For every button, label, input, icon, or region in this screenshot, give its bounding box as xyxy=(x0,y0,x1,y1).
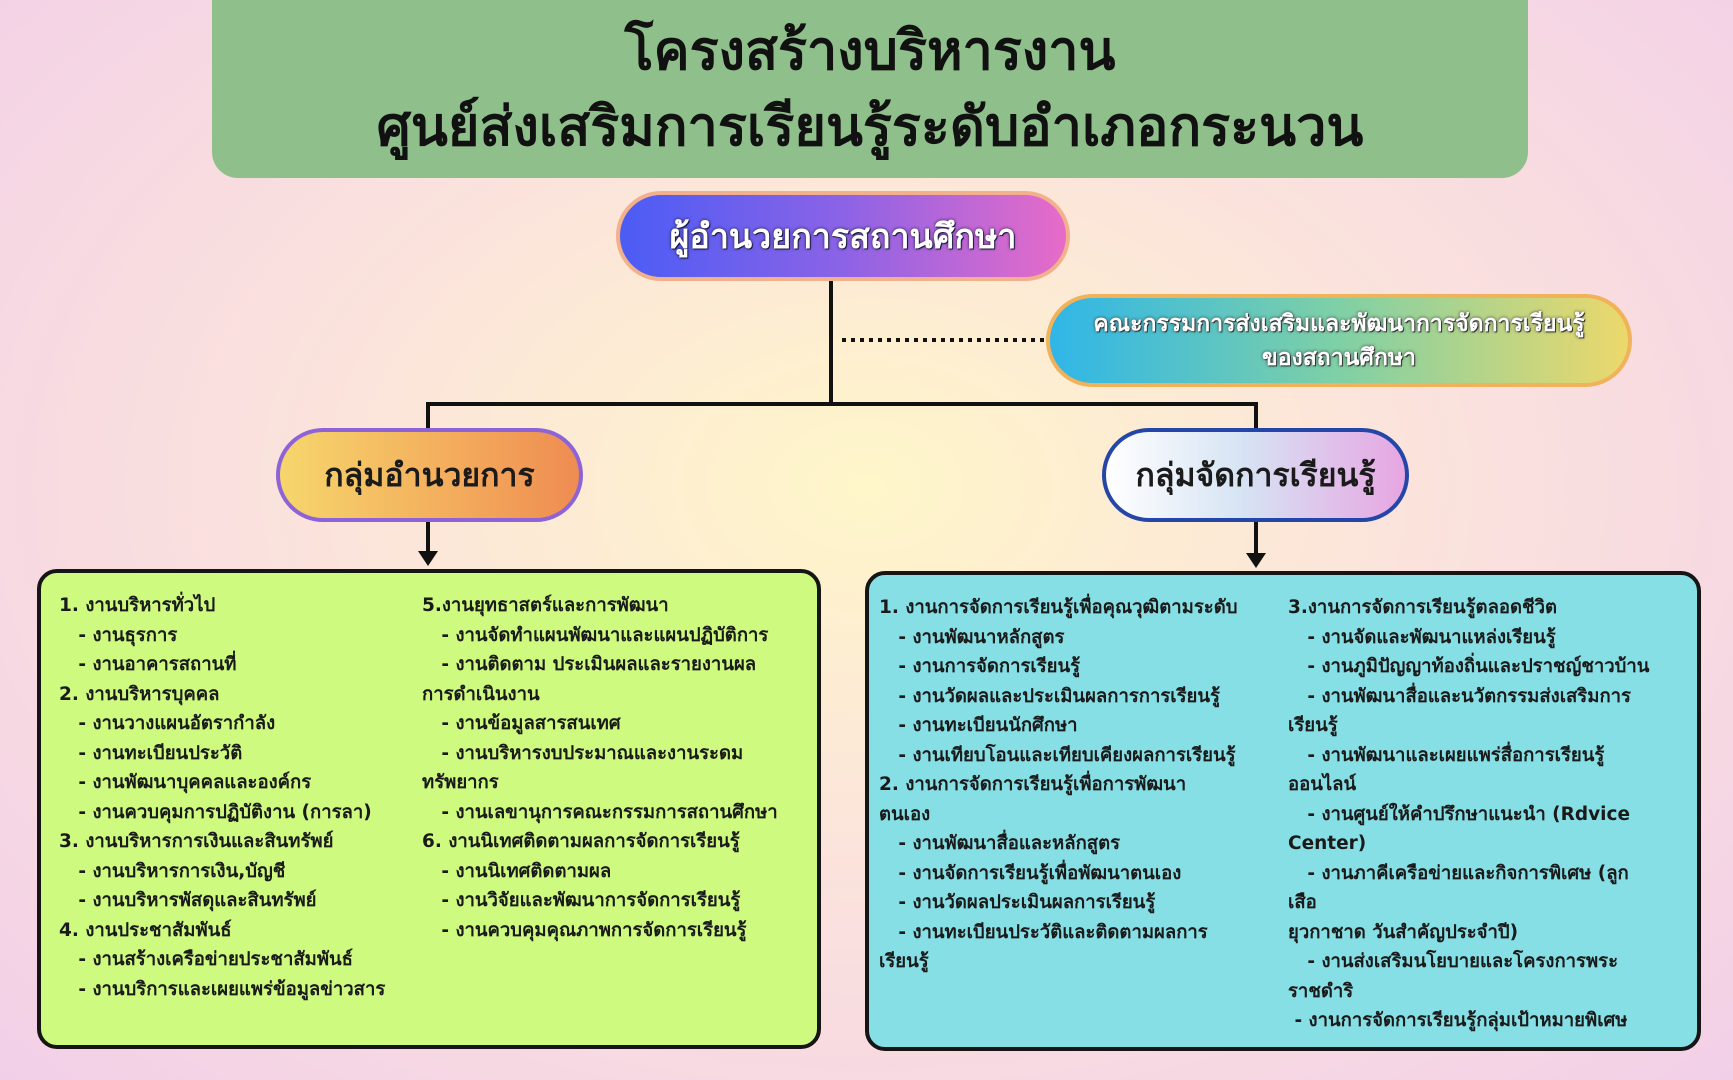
task-line: - งานพัฒนาสื่อและนวัตกรรมส่งเสริมการ xyxy=(1288,685,1631,707)
task-line: - งานการจัดการเรียนรู้กลุ่มเป้าหมายพิเศษ xyxy=(1288,1010,1628,1031)
task-line: - งานบริหารงบประมาณและงานระดม xyxy=(422,742,744,764)
committee-node: คณะกรรมการส่งเสริมและพัฒนาการจัดการเรียน… xyxy=(1046,294,1632,387)
task-line: - งานวางแผนอัตรากำลัง xyxy=(59,713,276,734)
task-line: 3.งานการจัดการเรียนรู้ตลอดชีวิต xyxy=(1288,597,1557,618)
task-line: - งานจัดและพัฒนาแหล่งเรียนรู้ xyxy=(1288,626,1556,648)
admin-tasks-col-1: 1. งานบริหารทั่วไป - งานธุรการ - งานอาคา… xyxy=(59,591,385,1004)
task-line: - งานการจัดการเรียนรู้ xyxy=(879,656,1081,677)
task-line: ตนเอง xyxy=(879,803,931,825)
task-line: 1. งานบริหารทั่วไป xyxy=(59,595,216,616)
task-line: - งานพัฒนาและเผยแพร่สื่อการเรียนรู้ xyxy=(1288,744,1605,766)
task-line: - งานควบคุมการปฏิบัติงาน (การลา) xyxy=(59,801,372,823)
task-line: 2. งานบริหารบุคคล xyxy=(59,683,220,705)
task-line: - งานพัฒนาหลักสูตร xyxy=(879,626,1065,648)
task-line: - งานพัฒนาบุคคลและองค์กร xyxy=(59,772,312,793)
committee-line-1: คณะกรรมการส่งเสริมและพัฒนาการจัดการเรียน… xyxy=(1093,310,1585,337)
task-line: - งานบริหารพัสดุและสินทรัพย์ xyxy=(59,890,317,911)
admin-tasks-col-2: 5.งานยุทธาสตร์และการพัฒนา - งานจัดทำแผนพ… xyxy=(422,591,778,945)
task-line: 3. งานบริหารการเงินและสินทรัพย์ xyxy=(59,831,334,852)
title-line-2: ศูนย์ส่งเสริมการเรียนรู้ระดับอำเภอกระนวน xyxy=(376,95,1364,158)
task-line: - งานบริการและเผยแพร่ข้อมูลข่าวสาร xyxy=(59,978,386,1000)
task-line: - งานธุรการ xyxy=(59,624,178,646)
learning-tasks-box: 1. งานการจัดการเรียนรู้เพื่อคุณวุฒิตามระ… xyxy=(865,571,1701,1051)
task-line: การดำเนินงาน xyxy=(422,683,540,705)
task-line: ออนไลน์ xyxy=(1288,774,1357,795)
task-line: 1. งานการจัดการเรียนรู้เพื่อคุณวุฒิตามระ… xyxy=(879,597,1238,618)
task-line: - งานทะเบียนนักศึกษา xyxy=(879,715,1078,736)
task-line: - งานเลขานุการคณะกรรมการสถานศึกษา xyxy=(422,801,778,823)
task-line: - งานส่งเสริมนโยบายและโครงการพระ xyxy=(1288,951,1619,972)
task-line: - งานทะเบียนประวัติ xyxy=(59,742,243,764)
task-line: - งานภาคีเครือข่ายและกิจการพิเศษ (ลูก xyxy=(1288,862,1629,884)
task-line: - งานควบคุมคุณภาพการจัดการเรียนรู้ xyxy=(422,919,747,941)
task-line: ราชดำริ xyxy=(1288,980,1354,1002)
admin-group-node: กลุ่มอำนวยการ xyxy=(276,428,583,522)
task-line: - งานเทียบโอนและเทียบเคียงผลการเรียนรู้ xyxy=(879,744,1236,766)
task-line: 2. งานการจัดการเรียนรู้เพื่อการพัฒนา xyxy=(879,774,1187,795)
learning-group-node: กลุ่มจัดการเรียนรู้ xyxy=(1102,428,1409,522)
task-line: - งานบริหารการเงิน,บัญชี xyxy=(59,860,286,882)
task-line: ทรัพยากร xyxy=(422,772,499,793)
task-line: - งานนิเทศติดตามผล xyxy=(422,860,612,882)
committee-line-2: ของสถานศึกษา xyxy=(1262,344,1416,371)
task-line: 6. งานนิเทศติดตามผลการจัดการเรียนรู้ xyxy=(422,831,740,852)
task-line: เสือ xyxy=(1288,892,1317,913)
task-line: - งานจัดการเรียนรู้เพื่อพัฒนาตนเอง xyxy=(879,862,1182,884)
task-line: 5.งานยุทธาสตร์และการพัฒนา xyxy=(422,595,669,616)
task-line: - งานติดตาม ประเมินผลและรายงานผล xyxy=(422,654,757,675)
learning-tasks-col-2: 3.งานการจัดการเรียนรู้ตลอดชีวิต - งานจัด… xyxy=(1288,593,1649,1036)
task-line: ยุวกาชาด วันสำคัญประจำปี) xyxy=(1288,921,1519,943)
task-line: - งานสร้างเครือข่ายประชาสัมพันธ์ xyxy=(59,949,353,970)
task-line: - งานข้อมูลสารสนเทศ xyxy=(422,713,621,734)
director-node: ผู้อำนวยการสถานศึกษา xyxy=(616,191,1070,281)
task-line: - งานศูนย์ให้คำปรึกษาแนะนำ (Rdvice xyxy=(1288,803,1631,825)
title-line-1: โครงสร้างบริหารงาน xyxy=(624,19,1116,82)
task-line: - งานวัดผลและประเมินผลการการเรียนรู้ xyxy=(879,685,1220,707)
task-line: - งานวัดผลประเมินผลการเรียนรู้ xyxy=(879,892,1156,913)
learning-tasks-col-1: 1. งานการจัดการเรียนรู้เพื่อคุณวุฒิตามระ… xyxy=(879,593,1238,977)
admin-tasks-box: 1. งานบริหารทั่วไป - งานธุรการ - งานอาคา… xyxy=(37,569,821,1049)
task-line: 4. งานประชาสัมพันธ์ xyxy=(59,919,232,941)
task-line: - งานวิจัยและพัฒนาการจัดการเรียนรู้ xyxy=(422,890,741,911)
task-line: เรียนรู้ xyxy=(879,951,929,972)
title-banner: โครงสร้างบริหารงาน ศูนย์ส่งเสริมการเรียน… xyxy=(212,0,1528,178)
task-line: เรียนรู้ xyxy=(1288,715,1338,736)
task-line: - งานทะเบียนประวัติและติดตามผลการ xyxy=(879,921,1208,943)
task-line: - งานพัฒนาสื่อและหลักสูตร xyxy=(879,833,1121,854)
task-line: - งานจัดทำแผนพัฒนาและแผนปฏิบัติการ xyxy=(422,624,769,646)
task-line: - งานอาคารสถานที่ xyxy=(59,654,237,675)
task-line: - งานภูมิปัญญาท้องถิ่นและปราชญ์ชาวบ้าน xyxy=(1288,656,1650,677)
task-line: Center) xyxy=(1288,833,1367,854)
